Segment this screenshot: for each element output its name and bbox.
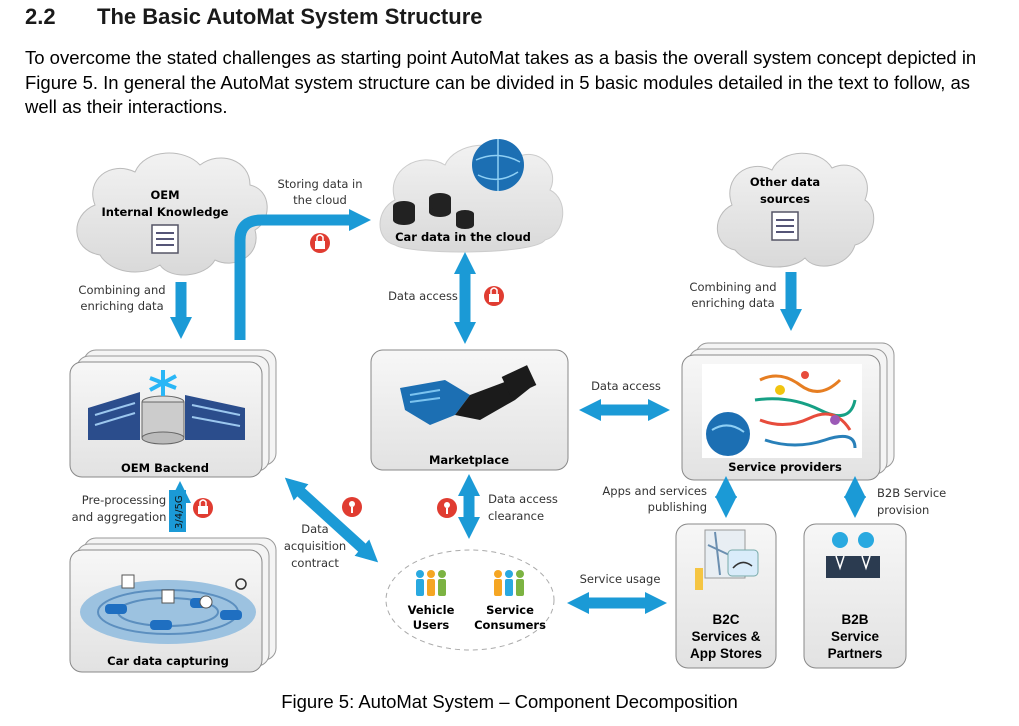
combining-left-label-1: Combining and <box>78 283 165 297</box>
lock-icon <box>484 286 504 306</box>
storing-data-label-1: Storing data in <box>277 177 362 191</box>
b2c-label-3: App Stores <box>690 646 762 661</box>
data-center-icon <box>88 370 245 445</box>
b2c-module: B2C Services & App Stores <box>675 523 777 669</box>
combining-right-label-1: Combining and <box>689 280 776 294</box>
oem-knowledge-label-1: OEM <box>150 188 179 202</box>
other-sources-label-2: sources <box>760 192 810 206</box>
vehicle-users-label-1: Vehicle <box>408 603 455 617</box>
server-icon <box>771 211 799 241</box>
globe-icon <box>472 139 524 191</box>
service-consumers-label-1: Service <box>486 603 534 617</box>
data-access-cloud-label: Data access <box>388 289 458 303</box>
car-data-cloud-label: Car data in the cloud <box>395 230 531 244</box>
b2b-label-1: B2B <box>841 612 868 627</box>
preprocessing-label-1: Pre-processing <box>82 493 166 507</box>
storing-data-label-2: the cloud <box>293 193 347 207</box>
server-icon <box>151 224 179 254</box>
service-consumers-label-2: Consumers <box>474 618 546 632</box>
apps-publishing-label-1: Apps and services <box>602 484 707 498</box>
vehicle-users-icon <box>416 570 446 596</box>
preprocessing-label-2: and aggregation <box>72 510 167 524</box>
clearance-label-2: clearance <box>488 509 544 523</box>
oem-backend-label: OEM Backend <box>121 461 209 475</box>
database-stack-icon <box>393 193 474 229</box>
b2b-label-2: Service <box>831 629 880 644</box>
acquisition-label-3: contract <box>291 556 339 570</box>
b2b-module: B2B Service Partners <box>803 523 907 669</box>
b2b-provision-label-1: B2B Service <box>877 486 946 500</box>
figure-caption: Figure 5: AutoMat System – Component Dec… <box>281 691 738 712</box>
network-label: 3/4/5G <box>174 495 185 529</box>
connected-cars-image <box>80 574 256 644</box>
cloud-oem-knowledge: OEM Internal Knowledge <box>76 152 268 276</box>
other-sources-label-1: Other data <box>750 175 820 189</box>
marketplace-module: Marketplace <box>370 349 569 471</box>
intro-paragraph: To overcome the stated challenges as sta… <box>25 47 977 117</box>
lock-icon <box>193 498 213 518</box>
key-icon <box>342 497 362 517</box>
car-data-capturing-label: Car data capturing <box>107 654 229 668</box>
lock-icon <box>310 233 330 253</box>
clearance-label-1: Data access <box>488 492 558 506</box>
data-access-services-label: Data access <box>591 379 661 393</box>
handshake-icon <box>400 365 537 425</box>
users-group: Vehicle Users Service Consumers <box>385 549 555 651</box>
b2b-label-3: Partners <box>828 646 883 661</box>
oem-backend-module: OEM Backend <box>69 349 277 478</box>
arrow-acquisition <box>284 477 379 563</box>
b2c-label-1: B2C <box>712 612 739 627</box>
network-badge: 3/4/5G <box>169 490 186 532</box>
apps-publishing-label-2: publishing <box>648 500 707 514</box>
key-icon <box>437 498 457 518</box>
cloud-other-sources: Other data sources <box>716 152 875 268</box>
app-map-icon <box>695 529 759 590</box>
arrow-storing-cloud <box>234 209 371 340</box>
service-usage-label: Service usage <box>580 572 661 586</box>
b2b-provision-label-2: provision <box>877 503 929 517</box>
combining-left-label-2: enriching data <box>80 299 163 313</box>
business-partners-icon <box>826 532 880 578</box>
b2c-label-2: Services & <box>691 629 760 644</box>
service-consumers-icon <box>494 570 524 596</box>
section-title: The Basic AutoMat System Structure <box>97 4 483 29</box>
acquisition-label-2: acquisition <box>284 539 346 553</box>
vehicle-users-label-2: Users <box>413 618 450 632</box>
infographic-image <box>702 364 862 458</box>
arrows <box>169 209 866 614</box>
service-providers-module: Service providers <box>681 342 895 481</box>
oem-knowledge-label-2: Internal Knowledge <box>102 205 229 219</box>
acquisition-label-1: Data <box>301 522 328 536</box>
section-number: 2.2 <box>25 4 56 29</box>
marketplace-label: Marketplace <box>429 453 509 467</box>
cloud-car-data: Car data in the cloud <box>379 139 564 253</box>
section-heading: 2.2 The Basic AutoMat System Structure <box>25 4 483 30</box>
car-data-capturing-module: Car data capturing <box>69 537 277 673</box>
service-providers-label: Service providers <box>728 460 842 474</box>
combining-right-label-2: enriching data <box>691 296 774 310</box>
